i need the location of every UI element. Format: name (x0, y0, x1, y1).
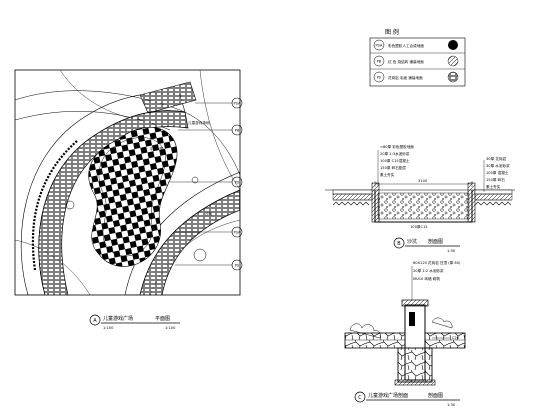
section-note: 60X120 花岗岩 压顶 (厚 60) (413, 260, 461, 265)
plan-callout-5: PS (231, 259, 243, 271)
plan-scale-left: 1:100 (103, 326, 114, 330)
section-c: 60X120 花岗岩 压顶 (厚 60) 20厚 1:2 水泥砂浆 MU10 砖… (344, 260, 466, 407)
legend-text: 彩色塑胶人工合成地面 (388, 43, 424, 48)
section-note: 30厚 花岗岩 (486, 156, 506, 161)
section-c-title-sub: 剖面图 (428, 392, 443, 399)
section-b-title-letter: B (397, 241, 401, 247)
section-note: 素土夯实 (486, 184, 501, 189)
section-c-title-text: 儿童游戏广场剖面 (368, 392, 408, 399)
legend-item: PB 红 色 烧结砖 铺装地面 (373, 55, 459, 67)
plan-view: PSA PB PS PSA PS 儿童游戏场地 沙坑 平 面 图 A 儿童游戏广… (14, 69, 243, 330)
section-b-title-sub: 剖面图 (428, 238, 443, 245)
callout-code: PB (235, 129, 240, 133)
section-note: 100厚 C15混凝土 (380, 158, 410, 163)
section-c-title: C 儿童游戏广场剖面 剖面图 1:30 (354, 391, 460, 407)
section-c-title-letter: C (358, 395, 362, 401)
section-b: 3100 100厚C15 ≈80厚 彩色塑胶地面 20厚 1:3水泥砂浆 100… (325, 144, 515, 253)
plan-callout-3: PS (231, 176, 243, 188)
legend-box (369, 37, 466, 87)
legend-text: 花岗岩 毛面 铺装地面 (388, 75, 423, 80)
section-note: 素土夯实 (380, 172, 395, 177)
callout-code: PSA (234, 102, 242, 106)
legend-heading: 图 例 (385, 28, 399, 36)
plan-artwork (15, 70, 240, 295)
section-note: 20厚 1:2 水泥砂浆 (413, 268, 444, 273)
section-note: 150厚 碎石垫层 (380, 165, 406, 170)
legend-code: PS (377, 76, 382, 80)
section-c-side-label: C20 (452, 336, 460, 340)
section-b-subnote: 100厚C15 (410, 224, 428, 229)
plan-title: A 儿童游戏广场 平面图 1:100 1:100 (89, 314, 180, 330)
legend-text: 红 色 烧结砖 铺装地面 (388, 59, 424, 64)
section-note: ≈80厚 彩色塑胶地面 (380, 144, 414, 149)
plan-callout-2: PB (231, 124, 243, 136)
section-note: 30厚 水泥砂浆 (486, 163, 510, 168)
plan-scale-right: 1:100 (165, 326, 176, 330)
plan-title-letter: A (93, 318, 97, 324)
callout-code: PS (235, 181, 240, 185)
section-b-dimension: 3100 (418, 179, 428, 183)
section-b-scale: 1:30 (447, 249, 456, 253)
plan-callout-4: PSA (231, 226, 243, 238)
section-note: 150厚 碎石 (486, 177, 505, 182)
plan-tag: 平 面 图 (150, 146, 163, 151)
legend-code: PB (377, 60, 382, 64)
callout-code: PSA (234, 231, 242, 235)
section-b-title-text: 沙坑 (407, 238, 417, 245)
legend-code: PSA (376, 44, 384, 48)
plan-tag: 沙坑 (205, 211, 213, 216)
section-note: 20厚 1:3水泥砂浆 (380, 151, 410, 156)
section-note: 100厚 混凝土 (486, 170, 509, 175)
section-note: MU10 砖墙 砌筑 (413, 276, 440, 281)
section-b-notes-right: 30厚 花岗岩 30厚 水泥砂浆 100厚 混凝土 150厚 碎石 素土夯实 (483, 156, 510, 192)
plan-tag: 儿童游戏场地 (188, 120, 210, 125)
section-c-notes: 60X120 花岗岩 压顶 (厚 60) 20厚 1:2 水泥砂浆 MU10 砖… (411, 260, 461, 300)
legend-item: PS 花岗岩 毛面 铺装地面 (373, 71, 459, 83)
callout-code: PS (235, 264, 240, 268)
section-b-title: B 沙坑 剖面图 1:30 (393, 237, 460, 253)
section-c-scale: 1:30 (447, 403, 456, 407)
plan-callout-1: PSA (231, 97, 243, 109)
legend: 图 例 PSA 彩色塑胶人工合成地面 PB 红 色 烧结砖 铺装地面 PS 花岗… (369, 28, 466, 87)
legend-item: PSA 彩色塑胶人工合成地面 (373, 39, 458, 51)
plan-title-sub: 平面图 (155, 316, 170, 322)
plan-title-text: 儿童游戏广场 (103, 315, 133, 322)
section-b-notes-left: ≈80厚 彩色塑胶地面 20厚 1:3水泥砂浆 100厚 C15混凝土 150厚… (377, 144, 414, 186)
